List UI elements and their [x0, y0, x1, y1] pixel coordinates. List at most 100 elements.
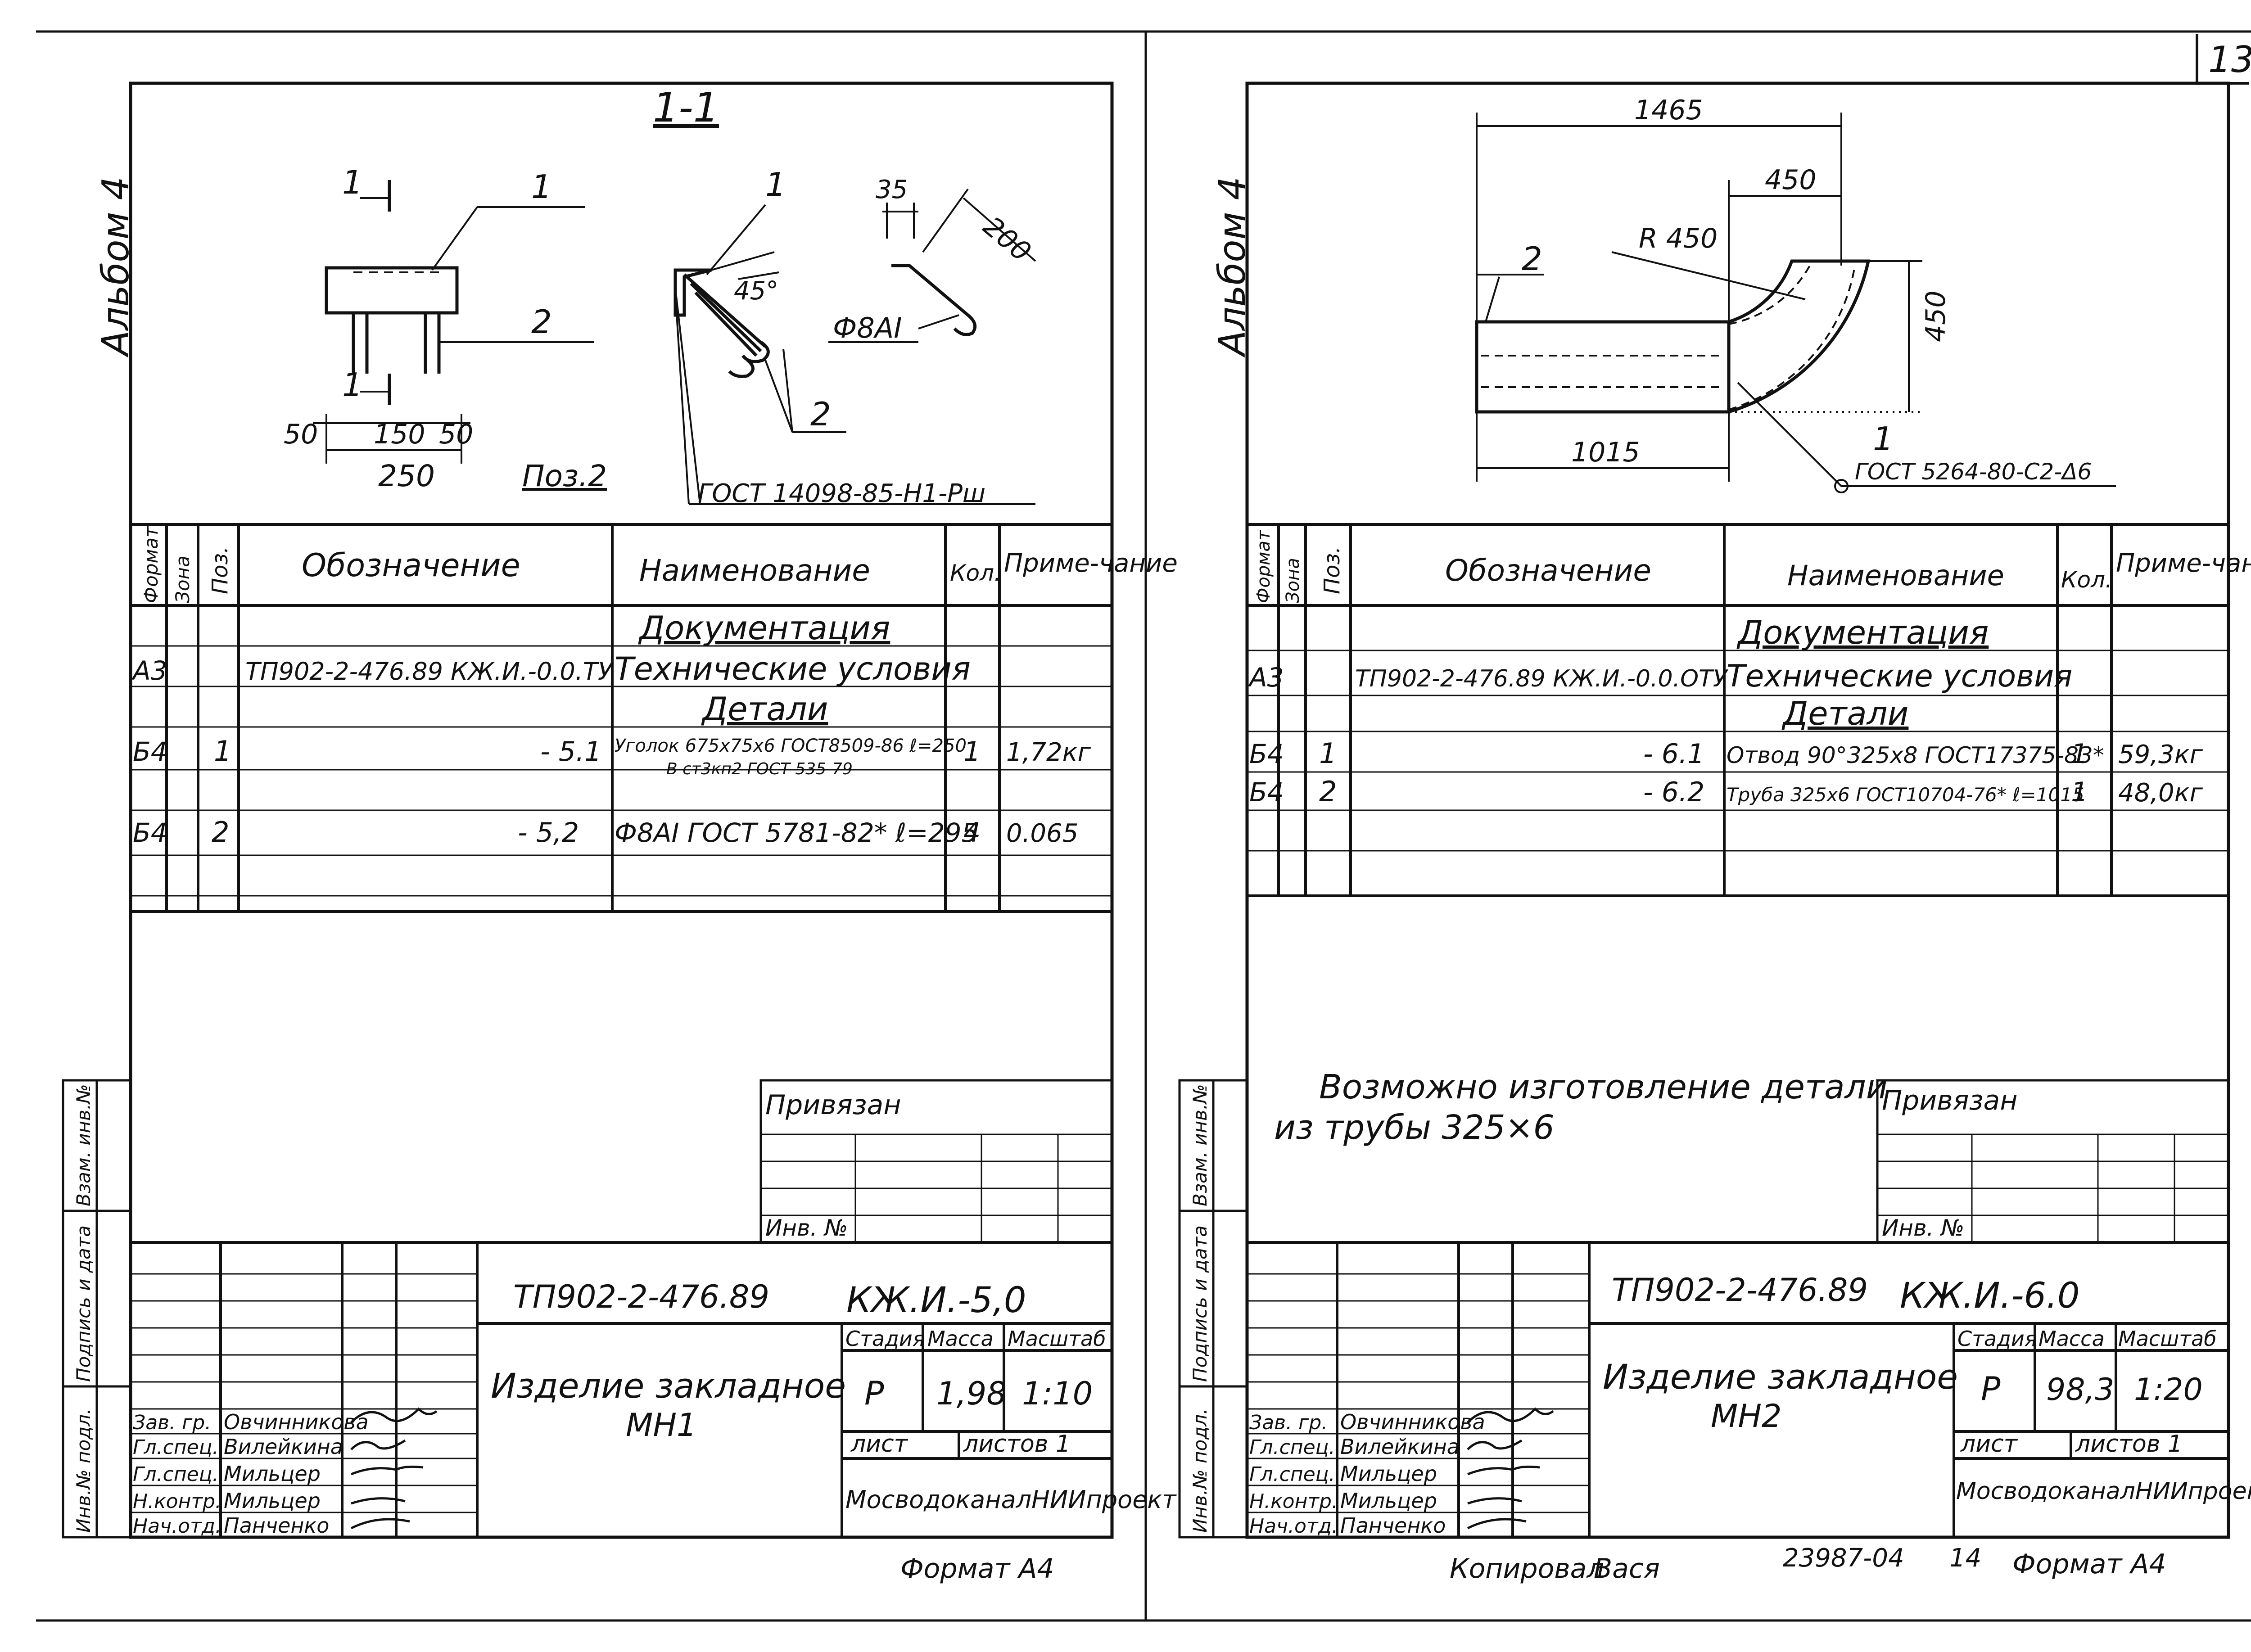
right-name-2: Мильцер	[1340, 1462, 1437, 1486]
left-row1-format: А3	[131, 655, 167, 686]
left-name-3: Мильцер	[224, 1489, 321, 1513]
left-role-2: Гл.спец.	[133, 1463, 219, 1486]
left-row3-designation: - 5.1	[540, 736, 601, 767]
right-stage-label: Стадия	[1957, 1327, 2037, 1351]
right-row3-designation: - 6.1	[1643, 738, 1704, 770]
left-sheet: Альбом 4 1-1 1 1 1 2	[62, 81, 1178, 1584]
right-mass: 98,3	[2046, 1372, 2114, 1408]
right-order-no: 23987-04	[1783, 1544, 1904, 1573]
left-pos-label: Поз.2	[522, 459, 607, 493]
right-row4-pos: 2	[1319, 775, 1337, 808]
left-row3-name2: В ст3кп2 ГОСТ 535-79	[666, 760, 853, 778]
left-row-documentation: Документация	[638, 609, 890, 647]
right-row4-format: Б4	[1249, 777, 1284, 808]
right-scale-label: Масштаб	[2118, 1327, 2217, 1351]
right-header-note: Приме-чание	[2116, 549, 2251, 578]
left-header-name: Наименование	[639, 553, 870, 588]
left-rebar-detail	[828, 188, 1036, 343]
right-stamp-signature: Подпись и дата	[1189, 1225, 1211, 1382]
right-row3-qty: 1	[2071, 738, 2088, 770]
right-copier: Вася	[1594, 1553, 1660, 1584]
right-copied-label: Копировал	[1450, 1553, 1604, 1584]
left-angle: 45°	[734, 276, 778, 306]
left-dim-150: 150	[374, 419, 425, 450]
left-spec-table	[131, 523, 1112, 913]
right-row-documentation: Документация	[1736, 614, 1989, 651]
right-title-block	[1246, 1241, 2230, 1539]
left-row3-name: Уголок 675х75х6 ГОСТ8509-86 ℓ=250	[615, 736, 967, 756]
left-rebar-label: Ф8АI	[833, 311, 902, 344]
right-row4-qty: 1	[2071, 776, 2088, 808]
left-dim-50a: 50	[284, 419, 318, 450]
right-header-name: Наименование	[1787, 559, 2004, 592]
left-dim-200: 200	[977, 211, 1037, 268]
left-header-note: Приме-чание	[1004, 549, 1178, 578]
left-row-details: Детали	[701, 690, 828, 728]
right-sheet-label: лист	[1960, 1431, 2018, 1458]
left-row1-name: Технические условия	[615, 650, 971, 687]
left-scale-label: Масштаб	[1008, 1327, 1106, 1351]
left-header-format: Формат	[140, 526, 162, 603]
right-order-sheet: 14	[1949, 1544, 1981, 1573]
left-role-1: Гл.спец.	[133, 1436, 219, 1459]
left-header-pos: Поз.	[208, 546, 233, 594]
left-name-4: Панченко	[224, 1513, 329, 1538]
right-doc-mark: КЖ.И.-6.0	[1900, 1276, 2080, 1316]
right-leader-1: 1	[1873, 420, 1894, 458]
left-plan-view	[313, 180, 594, 464]
right-header-designation: Обозначение	[1445, 553, 1651, 588]
left-stage: Р	[864, 1374, 884, 1412]
right-row4-name: Труба 325х6 ГОСТ10704-76* ℓ=1015	[1727, 784, 2084, 806]
right-role-3: Н.контр.	[1249, 1490, 1338, 1513]
left-mass: 1,98	[936, 1375, 1007, 1412]
right-signatures	[1467, 1407, 1554, 1530]
left-row4-qty: 4	[963, 817, 981, 849]
right-dim-r450: R 450	[1639, 223, 1718, 254]
left-section-view	[673, 204, 1035, 505]
right-row4-note: 48,0кг	[2118, 778, 2203, 808]
right-scale: 1:20	[2134, 1372, 2203, 1408]
left-dim-250: 250	[378, 459, 435, 493]
page-number: 13	[2208, 39, 2251, 81]
left-section-leader-2: 2	[810, 395, 831, 433]
right-pipe-view	[1475, 113, 2116, 493]
right-row1-format: А3	[1248, 662, 1284, 693]
right-row3-pos: 1	[1319, 737, 1337, 770]
left-leader-1: 1	[531, 168, 552, 206]
left-row4-name: Ф8АI ГОСТ 5781-82* ℓ=295	[615, 817, 978, 848]
right-org: МосводоканалНИИпроект	[1956, 1478, 2251, 1505]
left-row3-note: 1,72кг	[1006, 738, 1091, 767]
right-row1-designation: ТП902-2-476.89 КЖ.И.-0.0.ОТУ	[1355, 665, 1729, 692]
right-row3-note: 59,3кг	[2118, 740, 2203, 769]
left-row1-designation: ТП902-2-476.89 КЖ.И.-0.0.ТУ	[245, 657, 614, 686]
right-attached-label: Привязан	[1882, 1085, 2018, 1116]
right-title: Изделие закладное	[1603, 1357, 1958, 1397]
right-format: Формат А4	[2012, 1548, 2166, 1580]
left-stamp-inv: Инв.№ подл.	[72, 1408, 95, 1533]
right-name-0: Овчинникова	[1340, 1410, 1485, 1434]
right-row4-designation: - 6.2	[1643, 776, 1704, 808]
left-stamp-signature: Подпись и дата	[72, 1225, 95, 1382]
left-row4-format: Б4	[133, 817, 167, 848]
right-sheet: Альбом 4	[1178, 81, 2251, 1584]
right-role-0: Зав. гр.	[1249, 1411, 1328, 1434]
left-stamp-replace: Взам. инв.№	[72, 1084, 95, 1206]
right-leader-2: 2	[1522, 240, 1542, 278]
right-dim-450b: 450	[1920, 290, 1952, 342]
right-name-4: Панченко	[1340, 1513, 1446, 1538]
right-stamp-inv: Инв.№ подл.	[1189, 1408, 1211, 1533]
right-inv-label: Инв. №	[1882, 1215, 1964, 1241]
left-section-mark-top: 1	[342, 163, 363, 201]
left-name-2: Мильцер	[224, 1462, 321, 1486]
left-role-4: Нач.отд.	[133, 1515, 221, 1538]
right-header-qty: Кол.	[2061, 567, 2112, 593]
right-stamp-replace: Взам. инв.№	[1189, 1084, 1211, 1206]
left-doc-mark: КЖ.И.-5,0	[846, 1280, 1026, 1321]
right-header-pos: Поз.	[1320, 546, 1345, 594]
left-section-title: 1-1	[653, 84, 719, 131]
right-dim-1015: 1015	[1571, 437, 1640, 468]
left-attached-label: Привязан	[765, 1089, 901, 1121]
left-role-3: Н.контр.	[133, 1490, 221, 1513]
left-attached-block	[759, 1079, 1113, 1244]
